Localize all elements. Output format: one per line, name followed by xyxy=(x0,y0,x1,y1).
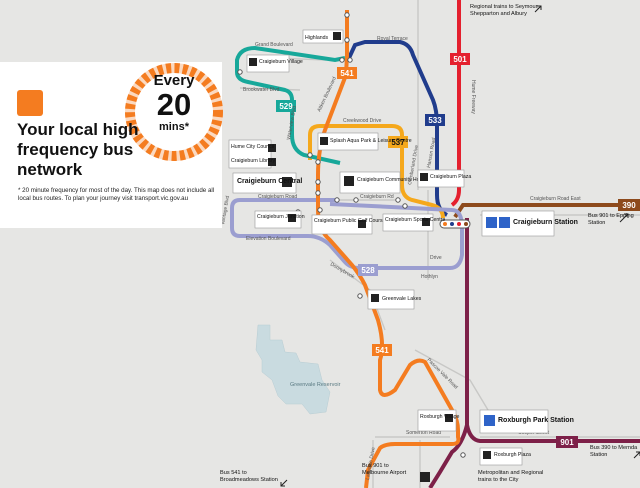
badge-533 xyxy=(425,114,445,126)
badge-533-label: 533 xyxy=(428,116,442,125)
bus-icon xyxy=(17,90,43,116)
street-craigieburn: Craigieburn Road xyxy=(258,194,297,200)
street-grand: Grand Boulevard xyxy=(255,42,293,48)
badge-528 xyxy=(358,264,378,276)
badge-541-south xyxy=(372,344,392,356)
stop-dots xyxy=(237,12,466,458)
stop-library: Craigieburn Library xyxy=(231,158,276,164)
airport-icon xyxy=(420,472,430,482)
route-529-line xyxy=(235,45,346,165)
ext-broadmeadows: Bus 541 to Broadmeadows Station xyxy=(220,470,278,483)
arrows xyxy=(280,5,640,487)
badge-390 xyxy=(618,199,640,211)
street-drive: Drive xyxy=(430,255,442,261)
greenvale-reservoir xyxy=(255,324,331,415)
badge-541s-label: 541 xyxy=(375,346,389,355)
street-brookwater: Brookwater Blvd xyxy=(243,87,280,93)
stop-hospital: Craigieburn Community Hospital xyxy=(357,177,432,183)
street-lakeside: Lakeside Drive xyxy=(365,447,377,481)
frequency-every: Every xyxy=(153,72,195,89)
badge-501-label: 501 xyxy=(453,55,467,64)
ext-airport: Bus 901 to Melbourne Airport xyxy=(362,463,407,476)
stop-labels: Highlands Craigieburn Village Splash Aqu… xyxy=(228,29,578,466)
route-901-line xyxy=(428,218,640,488)
street-craigieburneast: Craigieburn Road East xyxy=(530,196,581,202)
panel-note: * 20 minute frequency for most of the da… xyxy=(18,187,215,202)
stop-council: Hume City Council xyxy=(231,144,274,150)
badge-537-label: 537 xyxy=(391,138,405,147)
route-badges xyxy=(276,53,640,448)
street-reservoir: Greenvale Reservoir xyxy=(290,382,341,388)
ext-mernda: Bus 390 to Mernda Station xyxy=(590,445,638,458)
street-somerton: Somerton Road xyxy=(406,430,441,436)
badge-labels: 501 541 529 533 537 390 528 541 901 xyxy=(279,55,636,447)
stop-village: Craigieburn Village xyxy=(259,59,303,65)
street-vantage: Vantage Blvd xyxy=(220,195,231,225)
station-interchange-bar xyxy=(439,219,471,229)
badge-390-label: 390 xyxy=(622,201,636,210)
badge-901 xyxy=(556,436,578,448)
stop-junction: Craigieburn Junction xyxy=(257,214,305,220)
frequency-ring xyxy=(125,63,223,161)
badge-529-label: 529 xyxy=(279,102,293,111)
route-528-line xyxy=(230,198,464,270)
stop-greenvale: Greenvale Lakes xyxy=(382,296,422,302)
badge-528-label: 528 xyxy=(361,266,375,275)
route-537-line xyxy=(308,124,445,219)
stop-highlands: Highlands xyxy=(305,35,328,41)
ext-seymour: Regional trains to Seymour, Shepparton a… xyxy=(470,4,539,17)
stop-roxvillage: Roxburgh Village xyxy=(420,414,460,420)
stop-central: Craigieburn Central xyxy=(237,178,302,185)
info-panel xyxy=(0,62,222,228)
panel-title: Your local high frequency bus network xyxy=(17,120,139,179)
stop-plaza: Craigieburn Plaza xyxy=(430,174,471,180)
ext-epping: Bus 901 to Epping Station xyxy=(588,213,634,226)
street-elevation: Elevation Boulevard xyxy=(246,236,291,242)
route-501-line xyxy=(450,0,461,207)
street-waterview: Waterview Blvd xyxy=(286,105,298,140)
stop-roxplaza: Roxburgh Plaza xyxy=(494,452,531,458)
frequency-text: Every 20 mins* xyxy=(132,72,216,134)
stop-roxstation: Roxburgh Park Station xyxy=(498,417,574,424)
street-craigieburnrd: Craigieburn Rd xyxy=(360,194,394,200)
frequency-number: 20 xyxy=(156,87,192,122)
interchange-dots xyxy=(443,222,468,226)
stop-sports: Craigieburn Sports Centre xyxy=(385,217,445,223)
frequency-mins: mins* xyxy=(159,121,189,133)
badge-541-north xyxy=(337,67,357,79)
street-hothlyn: Hothlyn xyxy=(421,274,438,280)
badge-529 xyxy=(276,100,296,112)
badge-501 xyxy=(450,53,470,65)
badge-537 xyxy=(388,136,408,148)
badge-901-label: 901 xyxy=(560,438,574,447)
stop-aqua: Splash Aqua Park & Leisure Centre xyxy=(330,138,412,144)
street-hume: Hume Freeway xyxy=(470,80,476,114)
badge-541-label: 541 xyxy=(340,69,354,78)
street-creekwood: Creekwood Drive xyxy=(343,118,382,124)
ext-city: Metropolitan and Regional trains to the … xyxy=(478,470,544,483)
street-hanson: Hanson Road xyxy=(426,137,437,168)
stop-station: Craigieburn Station xyxy=(513,219,578,226)
stop-golf: Craigieburn Public Golf Course xyxy=(314,218,386,224)
route-533-line xyxy=(347,40,449,217)
street-royal: Royal Terrace xyxy=(377,36,408,42)
